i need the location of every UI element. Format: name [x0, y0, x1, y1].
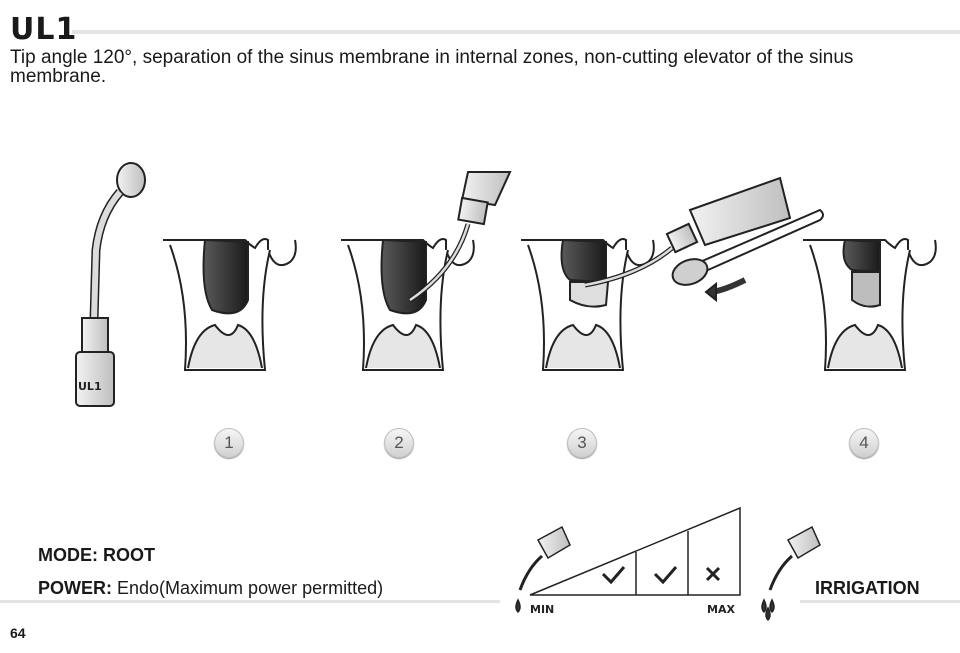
sinus-panel-1	[163, 238, 297, 371]
footer-rule-left	[0, 600, 500, 603]
handpiece-max-icon	[761, 525, 821, 622]
max-label: MAX	[707, 603, 735, 616]
page-title: UL1	[10, 12, 78, 47]
title-rule	[72, 30, 960, 34]
check-icon	[601, 566, 626, 585]
mode-label: MODE: ROOT	[38, 545, 155, 565]
min-label: MIN	[530, 603, 554, 616]
power-value: Endo(Maximum power permitted)	[117, 578, 384, 598]
power-setting: POWER: Endo(Maximum power permitted)	[38, 578, 383, 599]
tip-engraving: UL1	[78, 380, 102, 393]
page-number: 64	[10, 625, 26, 641]
step-number-2: 2	[384, 428, 414, 458]
handpiece-step-2	[408, 171, 512, 303]
footer-rule-right	[800, 600, 960, 603]
cross-icon	[705, 566, 721, 582]
step-number-4: 4	[849, 428, 879, 458]
sinus-panel-3	[521, 238, 655, 371]
step-number-3: 3	[567, 428, 597, 458]
handpiece-step-3	[584, 176, 824, 303]
tip-description: Tip angle 120°, separation of the sinus …	[10, 47, 854, 87]
handpiece-min-icon	[515, 525, 571, 614]
check-icon	[653, 566, 678, 585]
step-number-1: 1	[214, 428, 244, 458]
sinus-panel-2	[341, 238, 475, 371]
ultrasonic-tip-ul1	[75, 162, 146, 407]
irrigation-label: IRRIGATION	[815, 578, 920, 598]
power-label: POWER:	[38, 578, 112, 598]
sinus-panel-4	[803, 238, 937, 371]
